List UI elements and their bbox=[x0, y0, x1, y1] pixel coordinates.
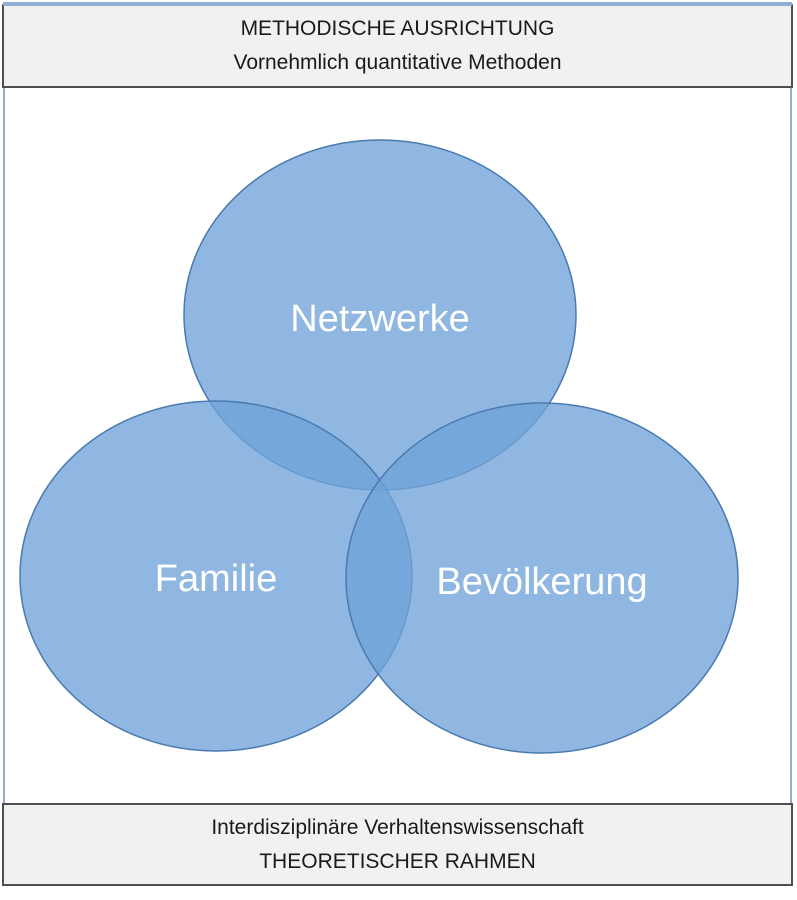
venn-circle-bevoelkerung bbox=[345, 402, 739, 754]
theoretical-framework-title: THEORETISCHER RAHMEN bbox=[259, 849, 536, 873]
venn-label-netzwerke: Netzwerke bbox=[290, 298, 470, 340]
venn-label-bevoelkerung: Bevölkerung bbox=[436, 561, 647, 603]
theoretical-framework-subtitle: Interdisziplinäre Verhaltenswissenschaft bbox=[211, 815, 584, 839]
methodical-orientation-title: METHODISCHE AUSRICHTUNG bbox=[240, 17, 555, 40]
methodical-orientation-band: METHODISCHE AUSRICHTUNG Vornehmlich quan… bbox=[2, 4, 793, 88]
methodical-orientation-subtitle: Vornehmlich quantitative Methoden bbox=[233, 51, 562, 74]
venn-label-familie: Familie bbox=[155, 558, 277, 600]
theoretical-framework-band: Interdisziplinäre Verhaltenswissenschaft… bbox=[2, 803, 793, 886]
